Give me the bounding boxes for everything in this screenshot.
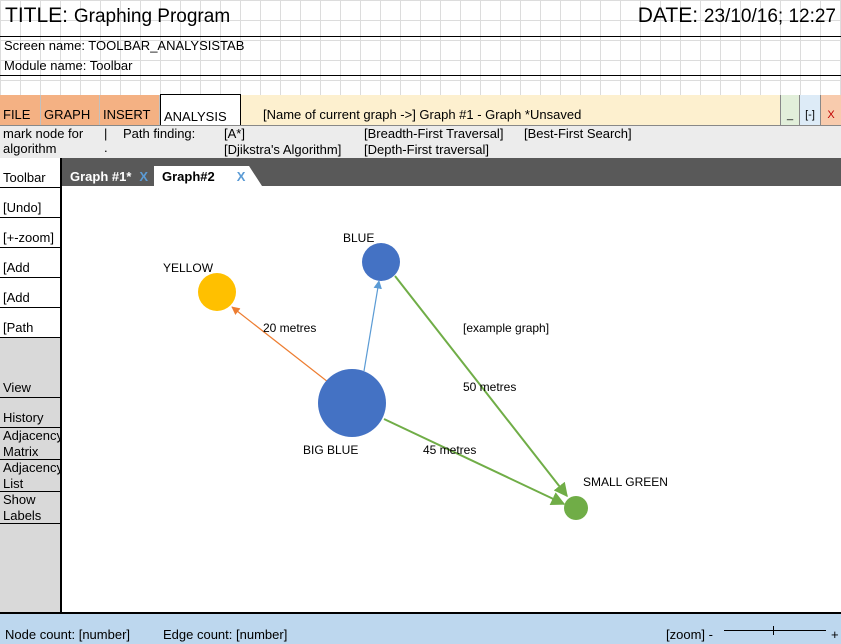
edge-label-45: 45 metres bbox=[423, 443, 477, 457]
sidebar-item-add-edge[interactable]: [Add edge] bbox=[0, 278, 60, 321]
current-graph-name: [Name of current graph ->] Graph #1 - Gr… bbox=[263, 107, 582, 122]
astar-button[interactable]: [A*] bbox=[224, 126, 245, 141]
zoom-slider-track bbox=[724, 630, 826, 631]
edge-big-blue-blue[interactable] bbox=[363, 280, 382, 372]
tab-label: Graph #1* bbox=[70, 168, 132, 184]
adjacency-list-label-2: List bbox=[3, 476, 24, 491]
sidebar-item-path-tool[interactable]: [Path tool] bbox=[0, 308, 60, 351]
toolbar-dot: . bbox=[104, 140, 108, 155]
status-bar: Node count: [number] Edge count: [number… bbox=[0, 612, 841, 644]
bft-button[interactable]: [Breadth-First Traversal] bbox=[364, 126, 504, 141]
menu-file[interactable]: FILE bbox=[0, 95, 41, 125]
menu-graph[interactable]: GRAPH bbox=[41, 95, 100, 125]
sidebar: Toolbar [Undo] [+-zoom] [Add node] [Add … bbox=[0, 158, 63, 612]
title-label: TITLE: bbox=[5, 4, 69, 27]
sidebar-view-label: View bbox=[0, 338, 60, 398]
menu-bar: FILE GRAPH INSERT ANALYSIS [Name of curr… bbox=[0, 94, 841, 127]
node-label-yellow: YELLOW bbox=[163, 261, 214, 275]
node-count: Node count: [number] bbox=[5, 627, 131, 642]
mark-node-label-1: mark node for bbox=[3, 126, 84, 141]
edge-label-50: 50 metres bbox=[463, 380, 517, 394]
divider bbox=[0, 36, 841, 37]
node-big-blue[interactable] bbox=[318, 369, 386, 437]
best-first-button[interactable]: [Best-First Search] bbox=[524, 126, 632, 141]
date-label: DATE: bbox=[637, 4, 699, 27]
tab-graph-2[interactable]: Graph#2 X bbox=[154, 166, 262, 186]
tab-label: Graph#2 bbox=[162, 168, 215, 184]
edge-count: Edge count: [number] bbox=[163, 627, 288, 642]
divider bbox=[0, 75, 841, 76]
sidebar-item-show-labels[interactable]: Show Labels bbox=[0, 492, 60, 524]
sidebar-toolbar-label: Toolbar bbox=[0, 158, 60, 188]
edge-label-20: 20 metres bbox=[263, 321, 317, 335]
dft-button[interactable]: [Depth-First traversal] bbox=[364, 142, 489, 157]
sidebar-item-adjacency-matrix[interactable]: Adjacency Matrix bbox=[0, 428, 63, 460]
title-row: TITLE: Graphing Program DATE: 23/10/16; … bbox=[0, 0, 841, 36]
date-value: 23/10/16; 12:27 bbox=[703, 6, 836, 27]
node-yellow[interactable] bbox=[198, 273, 236, 311]
sidebar-item-add-node[interactable]: [Add node] bbox=[0, 248, 60, 291]
zoom-plus[interactable]: + bbox=[831, 627, 839, 642]
tab-close-icon[interactable]: X bbox=[139, 168, 149, 184]
show-labels-label-1: Show bbox=[3, 492, 36, 507]
path-finding-label: Path finding: bbox=[123, 126, 196, 141]
adjacency-matrix-label-1: Adjacency bbox=[3, 428, 63, 443]
zoom-slider[interactable] bbox=[724, 626, 826, 638]
node-label-blue: BLUE bbox=[343, 231, 375, 245]
analysis-toolbar: mark node for algorithm | . Path finding… bbox=[0, 125, 841, 159]
adjacency-list-label-1: Adjacency bbox=[3, 460, 63, 475]
node-label-big-blue: BIG BLUE bbox=[303, 443, 359, 457]
module-name: Module name: Toolbar bbox=[4, 58, 133, 73]
screen-name: Screen name: TOOLBAR_ANALYSISTAB bbox=[4, 38, 245, 53]
zoom-slider-thumb[interactable] bbox=[773, 626, 774, 635]
sidebar-item-zoom[interactable]: [+-zoom] bbox=[0, 218, 60, 248]
graph-canvas[interactable]: YELLOW BLUE BIG BLUE SMALL GREEN 20 metr… bbox=[62, 186, 841, 612]
graph-drawing bbox=[198, 243, 588, 520]
show-labels-label-2: Labels bbox=[3, 508, 42, 523]
sidebar-item-undo[interactable]: [Undo] bbox=[0, 188, 60, 218]
edge-big-blue-small-green[interactable] bbox=[383, 418, 566, 505]
title-value: Graphing Program bbox=[73, 6, 231, 27]
edge-big-blue-yellow[interactable] bbox=[231, 306, 329, 383]
menu-insert[interactable]: INSERT bbox=[100, 95, 160, 125]
maximize-button[interactable]: [-] bbox=[799, 95, 820, 125]
sidebar-filler bbox=[0, 524, 60, 612]
mark-node-label-2: algorithm bbox=[3, 141, 57, 156]
tab-graph-1[interactable]: Graph #1* X bbox=[62, 166, 154, 186]
adjacency-matrix-label-2: Matrix bbox=[3, 444, 39, 459]
node-label-small-green: SMALL GREEN bbox=[583, 475, 668, 489]
graph-tab-strip: Graph #1* X Graph#2 X bbox=[62, 158, 841, 186]
sidebar-item-history[interactable]: History bbox=[0, 400, 60, 428]
edge-blue-small-green[interactable] bbox=[394, 275, 568, 498]
node-blue[interactable] bbox=[362, 243, 400, 281]
minimize-button[interactable]: _ bbox=[780, 95, 799, 125]
dijkstra-button[interactable]: [Djikstra's Algorithm] bbox=[224, 142, 342, 157]
node-small-green[interactable] bbox=[564, 496, 588, 520]
page-date: DATE: 23/10/16; 12:27 bbox=[638, 4, 836, 28]
zoom-label: [zoom] - bbox=[666, 627, 713, 642]
example-graph-note: [example graph] bbox=[463, 321, 550, 335]
close-button[interactable]: X bbox=[820, 95, 841, 125]
mark-node-button[interactable]: mark node for algorithm bbox=[3, 126, 83, 156]
page-title: TITLE: Graphing Program bbox=[5, 4, 230, 28]
toolbar-separator: | bbox=[104, 126, 108, 141]
tab-close-icon[interactable]: X bbox=[236, 168, 246, 184]
menu-analysis[interactable]: ANALYSIS bbox=[160, 94, 241, 127]
sidebar-item-adjacency-list[interactable]: Adjacency List bbox=[0, 460, 63, 492]
